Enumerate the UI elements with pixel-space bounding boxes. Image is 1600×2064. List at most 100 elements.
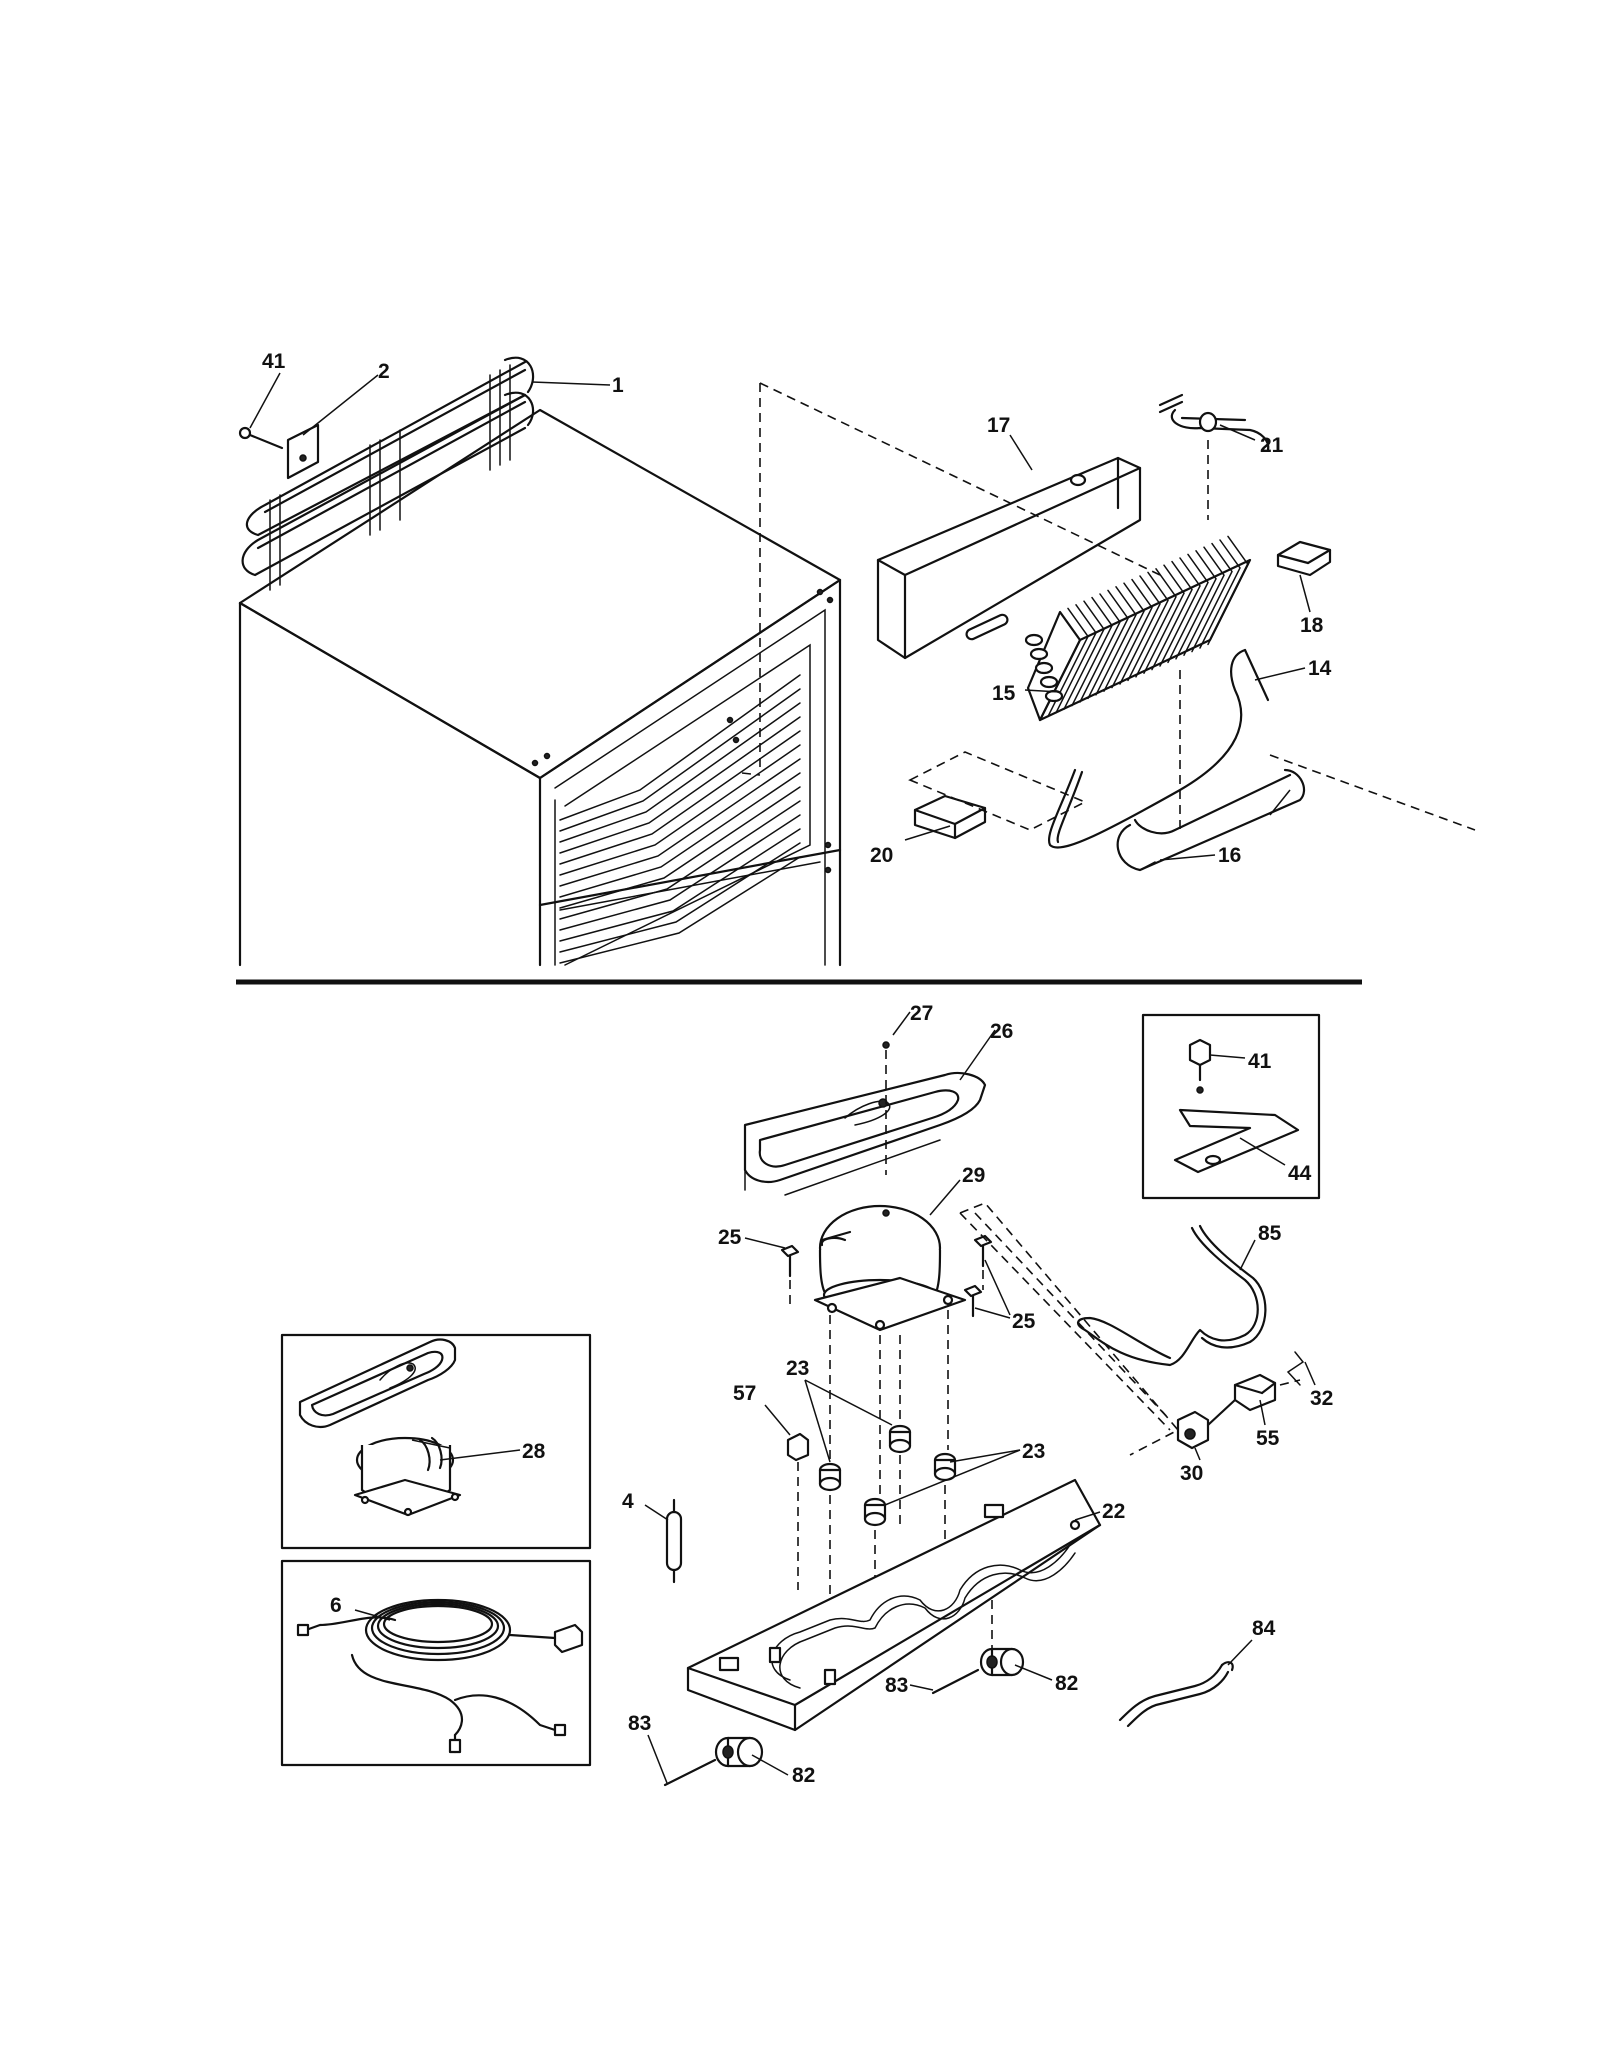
drain-pan xyxy=(743,1041,987,1196)
shelf-rib xyxy=(559,730,801,865)
evaporator-cover xyxy=(876,456,1142,660)
callout-27: 27 xyxy=(910,1002,933,1025)
callout-29: 29 xyxy=(962,1164,985,1187)
callout-83-left: 83 xyxy=(628,1712,651,1735)
callout-41-inset: 41 xyxy=(1248,1050,1272,1073)
callout-2: 2 xyxy=(378,360,390,383)
shelf-rib xyxy=(559,702,801,843)
evaporator-fin xyxy=(1079,593,1121,703)
callout-22: 22 xyxy=(1102,1500,1125,1523)
evaporator-tube-end xyxy=(1024,633,1044,647)
evaporator xyxy=(1024,535,1252,722)
callout-4: 4 xyxy=(622,1490,634,1513)
evaporator-fin xyxy=(1111,578,1153,689)
shelf-rib xyxy=(559,758,801,887)
callout-20: 20 xyxy=(870,844,893,867)
refrigerator-cabinet xyxy=(238,408,842,967)
callout-18: 18 xyxy=(1300,614,1324,637)
evaporator-fin xyxy=(1071,596,1113,707)
callout-14: 14 xyxy=(1308,657,1332,680)
condenser-bracket xyxy=(238,423,320,480)
callout-25-left: 25 xyxy=(718,1226,742,1249)
callout-25-right: 25 xyxy=(1012,1310,1036,1333)
callout-57: 57 xyxy=(733,1382,756,1405)
evaporator-fin xyxy=(1199,539,1241,649)
evaporator-fin xyxy=(1055,604,1097,714)
shelf-rib xyxy=(559,688,801,832)
inset-power-cord xyxy=(280,1559,592,1767)
callout-41: 41 xyxy=(262,350,286,373)
shelf-rib xyxy=(559,828,801,942)
defrost-heater xyxy=(1047,648,1270,849)
callout-30: 30 xyxy=(1180,1462,1203,1485)
callout-21: 21 xyxy=(1260,434,1284,457)
shelf-rib xyxy=(559,800,801,920)
callout-82-left: 82 xyxy=(792,1764,815,1787)
shelf-rib xyxy=(559,716,801,854)
evaporator-fin xyxy=(1159,557,1201,667)
defrost-thermostat xyxy=(1158,393,1270,520)
evaporator-tube-end xyxy=(1029,647,1049,661)
evaporator-fin xyxy=(1183,546,1225,656)
inset-compressor-insulation xyxy=(280,1333,592,1550)
evaporator-fin xyxy=(1191,542,1233,653)
evaporator-tube-end xyxy=(1039,675,1059,689)
callout-15: 15 xyxy=(992,682,1016,705)
callout-82-right: 82 xyxy=(1055,1672,1078,1695)
overload-protector xyxy=(959,1202,1305,1456)
shelf-rib xyxy=(559,744,801,876)
evaporator-fin xyxy=(1151,560,1193,671)
shelf-rib xyxy=(559,772,801,898)
clip xyxy=(786,1432,810,1590)
callout-16: 16 xyxy=(1218,844,1241,867)
callout-1: 1 xyxy=(612,374,624,397)
callout-83-right: 83 xyxy=(885,1674,908,1697)
callout-26: 26 xyxy=(990,1020,1013,1043)
evaporator-fin xyxy=(1167,553,1209,664)
defrost-limiter xyxy=(1276,540,1332,577)
drier xyxy=(665,1498,683,1584)
evaporator-fin xyxy=(1207,535,1249,646)
evaporator-tube-end xyxy=(1034,661,1054,675)
evaporator-fin xyxy=(1119,575,1161,685)
callout-28: 28 xyxy=(522,1440,546,1463)
leveling-feet xyxy=(663,1600,1025,1787)
callout-32: 32 xyxy=(1310,1387,1333,1410)
callout-17: 17 xyxy=(987,414,1010,437)
callout-leaders xyxy=(249,372,1316,1784)
evaporator-fin xyxy=(1135,568,1177,678)
process-tube xyxy=(1077,1224,1267,1367)
callout-labels: 1 2 41 17 21 18 15 14 20 16 27 26 41 44 … xyxy=(262,350,1333,1787)
evaporator-fin xyxy=(1143,564,1185,674)
shelf-rib xyxy=(559,814,801,931)
callout-23-lower: 23 xyxy=(1022,1440,1045,1463)
assembly-guide-lines-upper xyxy=(741,382,1476,831)
evaporator-fin xyxy=(1087,589,1129,700)
callout-84: 84 xyxy=(1252,1617,1276,1640)
drain-trough xyxy=(1116,768,1306,872)
mounting-bolts xyxy=(780,1234,993,1318)
evaporator-fin xyxy=(1047,607,1089,718)
callout-55: 55 xyxy=(1256,1427,1280,1450)
inset-bracket xyxy=(1141,1013,1321,1200)
freezer-shelf-ribs xyxy=(559,674,801,964)
compressor-base-plate xyxy=(686,1478,1102,1732)
evaporator-fin xyxy=(1063,600,1105,710)
compressor xyxy=(813,1204,967,1332)
tube xyxy=(1118,1661,1234,1728)
shelf-rib xyxy=(559,674,801,821)
evaporator-fin xyxy=(1103,582,1145,692)
shelf-rib xyxy=(559,786,801,909)
condenser-coil xyxy=(241,356,535,591)
callout-23-upper: 23 xyxy=(786,1357,809,1380)
shelf-rib xyxy=(559,842,801,953)
evaporator-fin xyxy=(1095,586,1137,696)
callout-44: 44 xyxy=(1288,1162,1312,1185)
insulation-block xyxy=(913,794,987,840)
evaporator-fin xyxy=(1127,571,1169,682)
shelf-rib xyxy=(559,856,801,964)
callout-6: 6 xyxy=(330,1594,342,1617)
callout-85: 85 xyxy=(1258,1222,1282,1245)
